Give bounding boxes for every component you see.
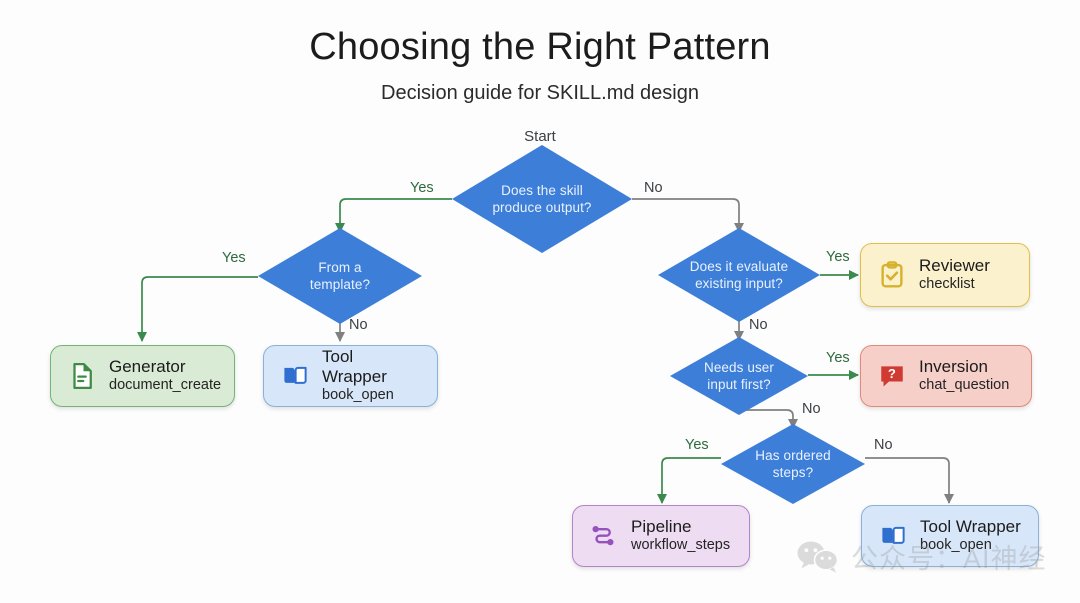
outcome-tool-wrapper-1[interactable]: Tool Wrapper book_open (263, 345, 438, 407)
decision-line-2: input first? (707, 377, 771, 392)
decision-line-2: steps? (772, 465, 814, 480)
outcome-subtitle: checklist (919, 276, 975, 293)
book-open-icon (284, 366, 307, 384)
decision-line-1: Does the skill (501, 182, 583, 198)
decision-line-1: Has ordered (755, 447, 831, 463)
outcome-subtitle: workflow_steps (631, 537, 731, 554)
decision-from-template[interactable]: From a template? (258, 228, 422, 324)
outcome-pipeline-text: Pipeline workflow_steps (631, 517, 730, 554)
edge-label-start-no: No (644, 180, 663, 196)
decision-ordered-steps[interactable]: Has ordered steps? (721, 424, 865, 504)
outcome-reviewer-text: Reviewer checklist (919, 256, 990, 293)
decision-line-2: template? (309, 277, 371, 292)
edge-template-yes (136, 276, 258, 343)
outcome-tool-wrapper-2-text: Tool Wrapper book_open (920, 517, 1021, 554)
edge-label-needs-input-yes: Yes (826, 350, 850, 366)
decision-ordered-steps-label: Has ordered steps? (727, 447, 858, 482)
workflow-icon (592, 526, 614, 546)
outcome-tool-wrapper-2[interactable]: Tool Wrapper book_open (861, 505, 1039, 567)
edge-label-ordered-yes: Yes (685, 437, 709, 453)
edge-label-template-no: No (349, 317, 368, 333)
outcome-title: Reviewer (919, 256, 990, 276)
clipboard-check-icon (881, 261, 903, 288)
outcome-tool-wrapper-1-text: Tool Wrapper book_open (322, 347, 421, 404)
decision-line-1: Needs user (703, 359, 775, 375)
outcome-inversion[interactable]: ? Inversion chat_question (860, 345, 1032, 407)
decision-line-2: produce output? (492, 200, 592, 215)
decision-evaluate-input[interactable]: Does it evaluate existing input? (658, 228, 820, 322)
decision-needs-user-input-label: Needs user input first? (676, 359, 802, 394)
outcome-subtitle: book_open (920, 537, 992, 554)
start-label: Start (524, 128, 556, 145)
decision-line-2: existing input? (695, 276, 783, 291)
book-open-icon (882, 526, 905, 544)
decision-needs-user-input[interactable]: Needs user input first? (670, 337, 808, 415)
edge-label-ordered-no: No (874, 437, 893, 453)
chat-question-icon: ? (881, 366, 903, 387)
edge-needs-input-no (739, 409, 799, 430)
edge-start-no (632, 198, 745, 234)
edge-ordered-no (865, 457, 955, 505)
outcome-title: Tool Wrapper (920, 517, 1021, 537)
decision-from-template-label: From a template? (282, 259, 398, 294)
outcome-reviewer[interactable]: Reviewer checklist (860, 243, 1030, 307)
svg-text:?: ? (888, 366, 896, 381)
decision-produce-output-label: Does the skill produce output? (464, 182, 619, 217)
decision-evaluate-input-label: Does it evaluate existing input? (662, 258, 816, 293)
edge-label-evaluate-no: No (749, 317, 768, 333)
outcome-pipeline[interactable]: Pipeline workflow_steps (572, 505, 750, 567)
page-title: Choosing the Right Pattern (309, 26, 771, 68)
outcome-subtitle: document_create (109, 377, 222, 394)
outcome-inversion-text: Inversion chat_question (919, 357, 1009, 394)
wechat-icon (797, 541, 839, 573)
outcome-subtitle: chat_question (919, 377, 1010, 394)
edge-label-start-yes: Yes (410, 180, 434, 196)
edge-start-yes (334, 198, 452, 234)
outcome-title: Generator (109, 357, 186, 377)
decision-line-1: Does it evaluate (689, 258, 789, 274)
outcome-title: Pipeline (631, 517, 692, 537)
document-icon (73, 363, 92, 389)
outcome-generator-text: Generator document_create (109, 357, 221, 394)
outcome-subtitle: book_open (322, 387, 394, 404)
edge-ordered-yes (656, 457, 721, 505)
edge-label-template-yes: Yes (222, 250, 246, 266)
outcome-title: Tool Wrapper (322, 347, 387, 387)
page-subtitle: Decision guide for SKILL.md design (381, 82, 699, 104)
decision-line-1: From a (318, 259, 362, 275)
edge-label-evaluate-yes: Yes (826, 249, 850, 265)
outcome-title: Inversion (919, 357, 988, 377)
outcome-generator[interactable]: Generator document_create (50, 345, 235, 407)
edge-label-needs-input-no: No (802, 401, 821, 417)
decision-produce-output[interactable]: Does the skill produce output? (452, 145, 632, 253)
